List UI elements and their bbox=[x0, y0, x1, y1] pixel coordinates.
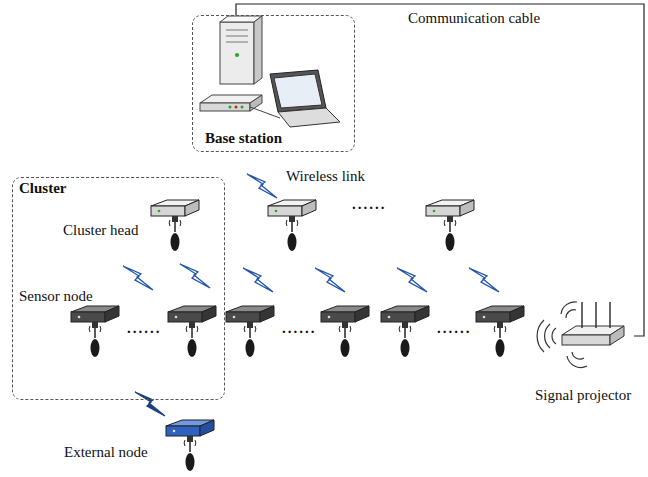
sensor-device bbox=[226, 306, 274, 357]
device-label: Cluster head bbox=[63, 222, 139, 239]
wireless-bolt bbox=[123, 266, 153, 290]
sensor-device bbox=[381, 306, 429, 357]
device-label: Signal projector bbox=[535, 387, 632, 404]
ellipsis-mark: ...... bbox=[437, 320, 472, 337]
ellipsis-mark: ...... bbox=[282, 320, 317, 337]
group-title: Base station bbox=[205, 130, 282, 147]
wireless-bolt bbox=[243, 268, 273, 292]
sensor-device bbox=[476, 306, 524, 357]
ext-device bbox=[166, 420, 214, 471]
group-box: Base station bbox=[192, 15, 355, 152]
head-device bbox=[426, 200, 474, 251]
wireless-bolt bbox=[135, 392, 165, 416]
device-label: Sensor node bbox=[19, 288, 93, 305]
wireless-bolt bbox=[180, 264, 210, 288]
communication-cable bbox=[236, 4, 644, 336]
base-station-equipment bbox=[200, 16, 340, 127]
group-box: ClusterCluster headSensor node bbox=[12, 177, 225, 400]
wireless-bolt bbox=[469, 268, 499, 292]
device-label: External node bbox=[64, 444, 148, 461]
device-label-node: External node bbox=[62, 444, 150, 464]
signal-projector-icon bbox=[537, 302, 624, 368]
head-device bbox=[151, 200, 199, 251]
ellipsis-mark: ...... bbox=[352, 196, 387, 213]
device-label-node: Signal projector bbox=[533, 312, 634, 404]
wireless-bolt bbox=[315, 268, 345, 292]
wireless-bolt bbox=[247, 174, 277, 198]
edge-label: Communication cable bbox=[408, 10, 540, 27]
sensor-device bbox=[168, 306, 216, 357]
link-label: Wireless link bbox=[286, 168, 365, 185]
wireless-bolt bbox=[397, 268, 427, 292]
sensor-device bbox=[71, 306, 119, 357]
sensor-device bbox=[321, 306, 369, 357]
ellipsis-mark: ...... bbox=[127, 320, 162, 337]
device-label-node: Sensor node bbox=[17, 288, 95, 308]
group-title: Cluster bbox=[19, 180, 67, 197]
device-label-node: Cluster head bbox=[61, 222, 141, 242]
head-device bbox=[268, 200, 316, 251]
